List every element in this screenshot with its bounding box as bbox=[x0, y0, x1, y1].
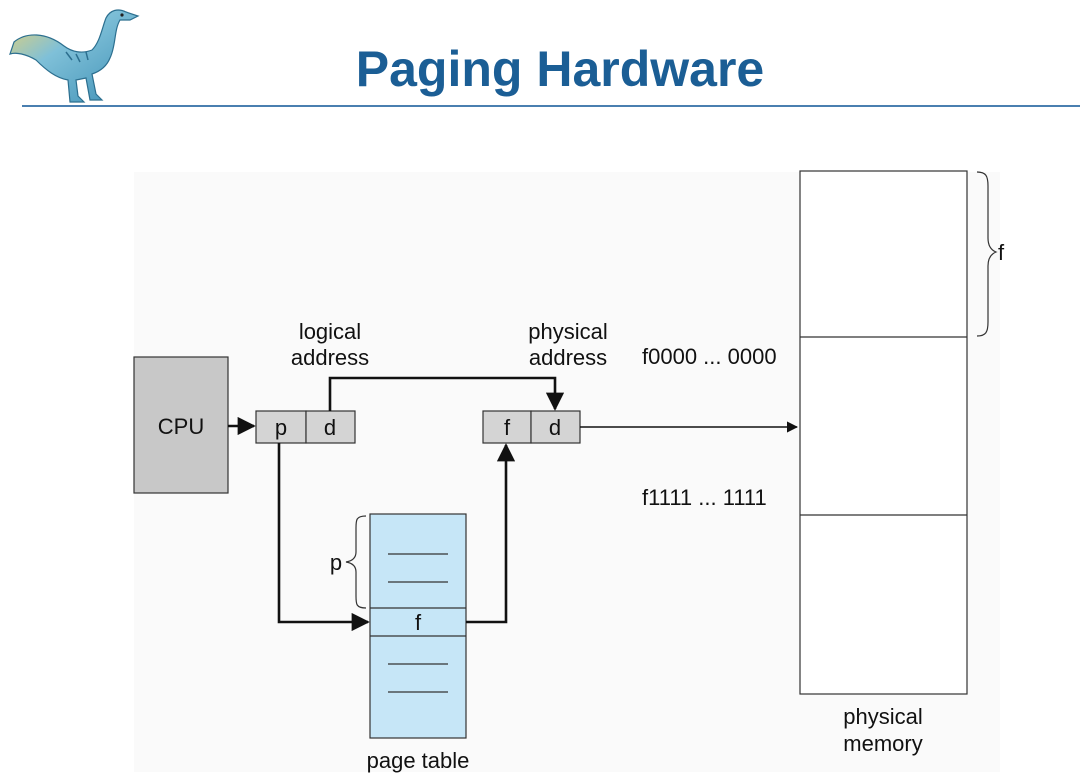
page-table: f bbox=[369, 513, 467, 739]
logical-address-label-1: logical bbox=[299, 319, 361, 344]
physical-offset-field: d bbox=[549, 415, 561, 440]
page-index-brace-label: p bbox=[330, 550, 342, 575]
cpu-label: CPU bbox=[158, 414, 204, 439]
page-table-label: page table bbox=[367, 748, 470, 773]
page-table-entry-frame: f bbox=[415, 610, 422, 635]
physical-frame-field: f bbox=[504, 415, 511, 440]
physical-memory-label-2: memory bbox=[843, 731, 922, 756]
physical-address-label-1: physical bbox=[528, 319, 607, 344]
physical-address-label-2: address bbox=[529, 345, 607, 370]
frame-brace-label: f bbox=[998, 240, 1005, 265]
logical-address-label-2: address bbox=[291, 345, 369, 370]
frame-start-address: f0000 ... 0000 bbox=[642, 344, 777, 369]
page-title: Paging Hardware bbox=[355, 41, 765, 97]
title-divider bbox=[22, 105, 1080, 107]
physical-memory-label-1: physical bbox=[843, 704, 922, 729]
logical-page-field: p bbox=[275, 415, 287, 440]
data-flow-arrows bbox=[228, 376, 565, 632]
physical-address-register: f d bbox=[482, 410, 581, 444]
dinosaur-icon bbox=[9, 9, 140, 103]
logical-address-register: p d bbox=[255, 410, 356, 444]
page-index-brace bbox=[345, 515, 367, 609]
frame-end-address: f1111 ... 1111 bbox=[642, 485, 767, 510]
cpu-box: CPU bbox=[133, 356, 229, 494]
physical-memory bbox=[799, 170, 968, 695]
logical-offset-field: d bbox=[324, 415, 336, 440]
frame-brace bbox=[976, 171, 998, 337]
